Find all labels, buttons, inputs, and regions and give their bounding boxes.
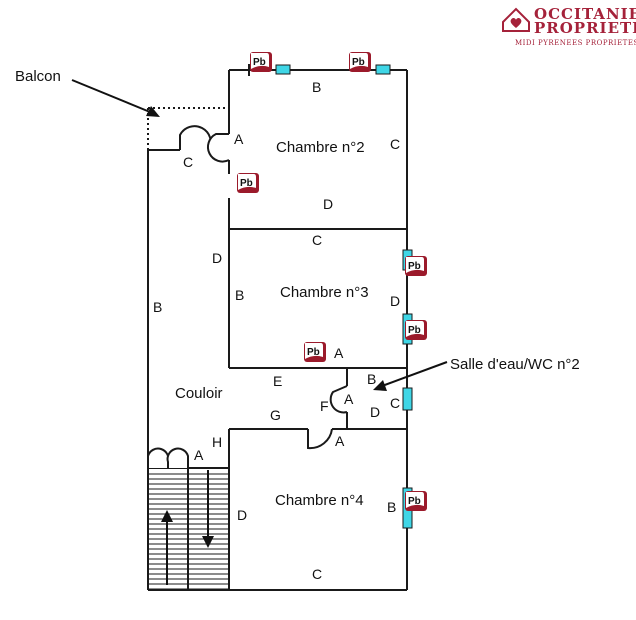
wall-labels: A B C D C D B C D B E G H A A B F A C D … (153, 79, 400, 582)
wall-label: A (334, 345, 344, 361)
wall-label: B (367, 371, 376, 387)
window-salle (402, 387, 413, 411)
door-stair-left (147, 447, 170, 468)
arrow-up-icon (161, 510, 173, 522)
wall-label: E (273, 373, 282, 389)
wall-label: D (390, 293, 400, 309)
door-salle (329, 385, 348, 414)
lead-marker-label: Pb (408, 496, 421, 507)
wall-label: C (390, 136, 400, 152)
lead-marker-icon: Pb (304, 342, 326, 362)
arrow-balcon-icon (146, 106, 160, 117)
wall-label: H (212, 434, 222, 450)
doors (147, 125, 348, 468)
wall-label: D (237, 507, 247, 523)
wall-label: C (312, 232, 322, 248)
lead-marker-icon: Pb (405, 320, 427, 340)
stair-arrows (161, 470, 214, 585)
room-chambre4: Chambre n°4 (275, 492, 364, 509)
door-chambre4 (307, 428, 333, 450)
wall-label: A (194, 447, 204, 463)
callout-balcon: Balcon (15, 68, 61, 85)
arrow-salle-icon (373, 380, 387, 391)
lead-marker-icon: Pb (405, 256, 427, 276)
lead-marker-icon: Pb (250, 52, 272, 72)
wall-label: F (320, 398, 329, 414)
lead-marker-label: Pb (408, 261, 421, 272)
lead-marker-label: Pb (253, 57, 266, 68)
lead-marker-label: Pb (240, 178, 253, 189)
callout-salle: Salle d'eau/WC n°2 (450, 356, 580, 373)
wall-label: G (270, 407, 281, 423)
lead-marker-label: Pb (408, 325, 421, 336)
wall-label: C (390, 395, 400, 411)
lead-marker-icon: Pb (405, 491, 427, 511)
logo-line1: OCCITANIE (534, 5, 636, 23)
door-stair-right (166, 447, 189, 468)
wall-label: A (344, 391, 354, 407)
logo-line2: PROPRIETES (534, 19, 636, 37)
lead-marker-icon: Pb (349, 52, 371, 72)
arrow-down-icon (202, 536, 214, 548)
door-chambre2 (206, 133, 230, 163)
wall-label: B (312, 79, 321, 95)
wall-label: C (183, 154, 193, 170)
wall-label: D (212, 250, 222, 266)
logo-tagline: MIDI PYRENEES PROPRIETES (515, 39, 636, 47)
wall-label: B (153, 299, 162, 315)
company-logo: OCCITANIE PROPRIETES MIDI PYRENEES PROPR… (502, 5, 636, 47)
door-balcon (179, 125, 212, 151)
lead-marker-icon: Pb (237, 173, 259, 193)
window-ch2-1 (275, 64, 291, 75)
wall-label: D (370, 404, 380, 420)
callout-arrows (71, 79, 448, 391)
room-chambre3: Chambre n°3 (280, 284, 369, 301)
wall-label: C (312, 566, 322, 582)
room-couloir: Couloir (175, 385, 223, 402)
lead-marker-label: Pb (352, 57, 365, 68)
room-chambre2: Chambre n°2 (276, 139, 365, 156)
wall-label: B (235, 287, 244, 303)
lead-marker-label: Pb (307, 347, 320, 358)
wall-label: A (335, 433, 345, 449)
wall-label: A (234, 131, 244, 147)
house-heart-icon (502, 7, 530, 32)
wall-label: B (387, 499, 396, 515)
wall-label: D (323, 196, 333, 212)
window-ch2-2 (375, 64, 391, 75)
